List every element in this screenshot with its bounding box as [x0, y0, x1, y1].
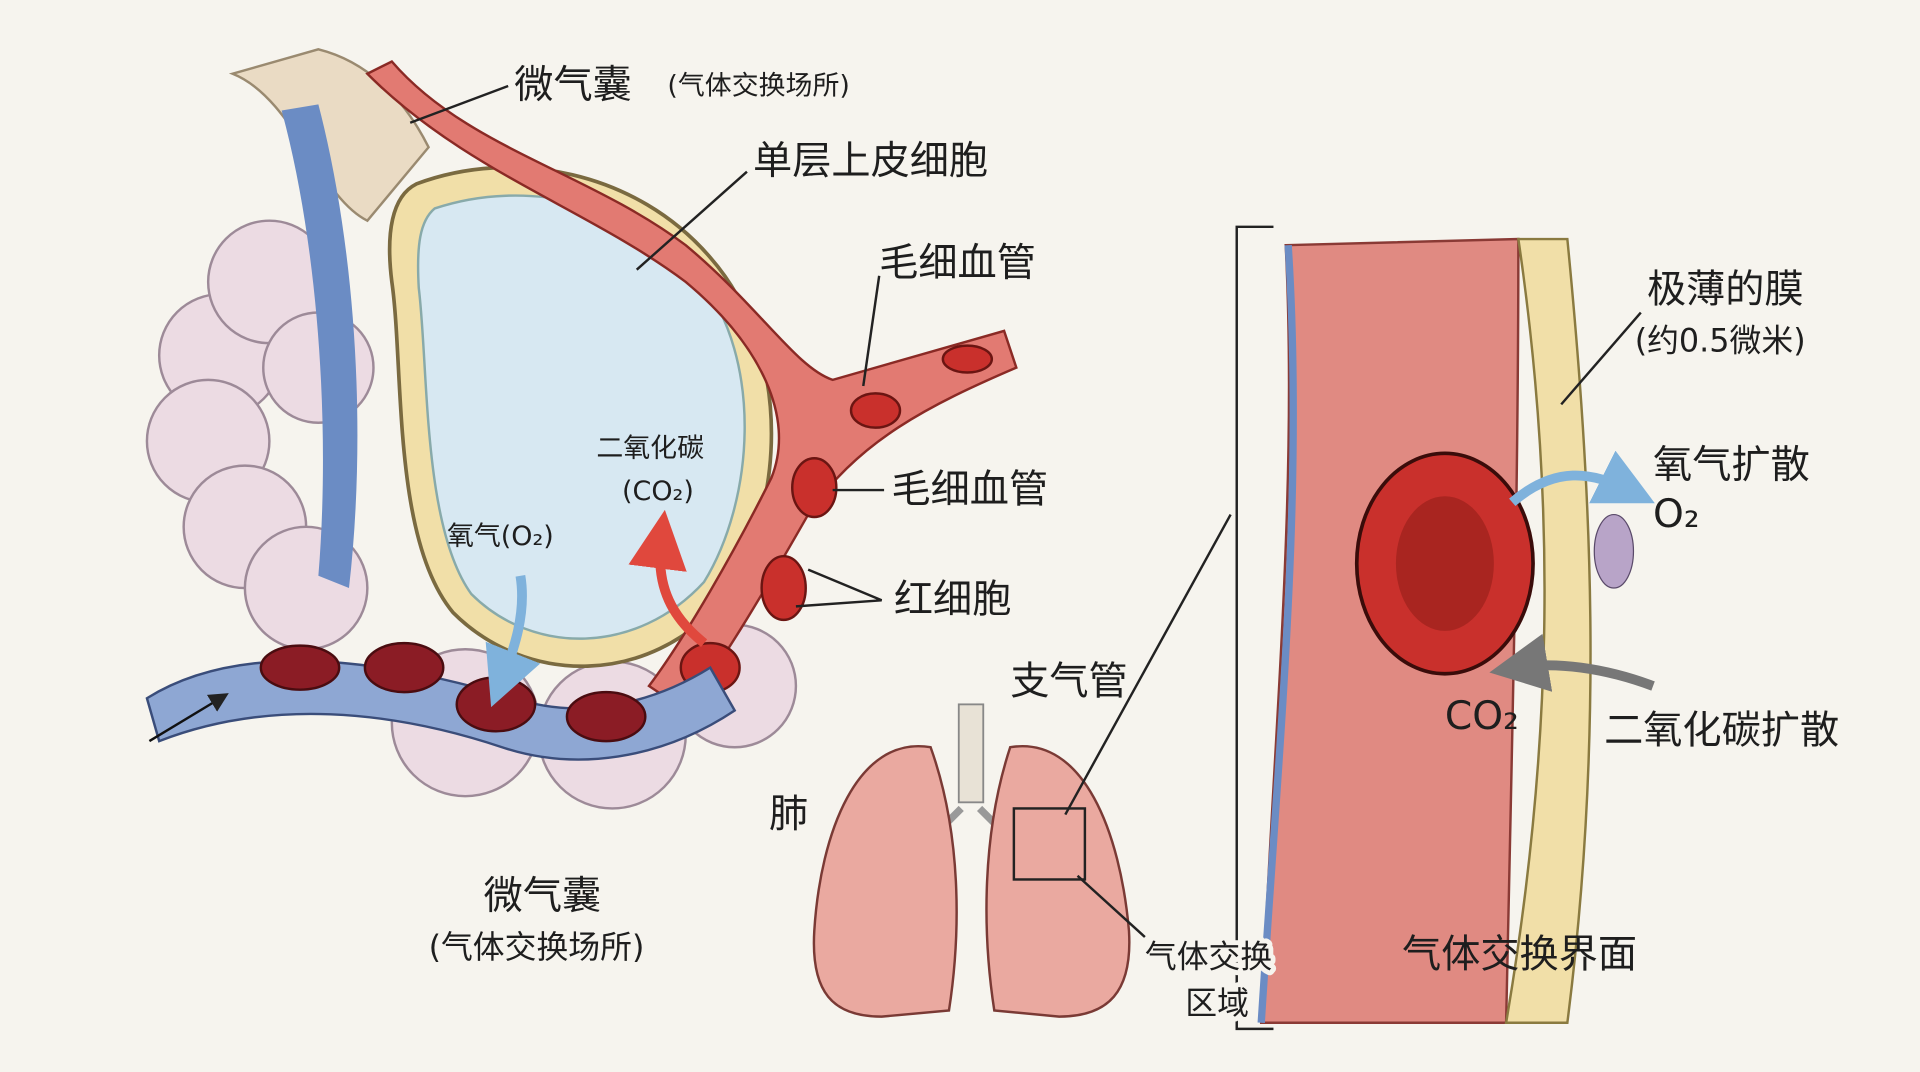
label-alveolus-top: 微气囊	[514, 63, 632, 108]
co2-diffusion-arrow	[1489, 633, 1655, 692]
label-co2-formula: (CO₂)	[622, 476, 694, 507]
label-membrane-sub: (约0.5微米)	[1635, 322, 1806, 360]
label-o2-diffusion: 氧气扩散	[1653, 443, 1810, 488]
label-co2: 二氧化碳	[596, 433, 704, 464]
label-co2-diffusion: 二氧化碳扩散	[1604, 709, 1839, 754]
o2-arrow	[485, 574, 541, 708]
label-exchange-region-2: 区域	[1185, 984, 1249, 1022]
lungs	[812, 703, 1131, 1018]
interface-cross-section	[1257, 237, 1635, 1024]
label-o2-formula: O₂	[1653, 492, 1700, 537]
co2-arrow	[628, 509, 708, 647]
label-interface-title: 气体交换界面	[1402, 933, 1637, 978]
o2-diffusion-arrow	[1509, 450, 1655, 507]
label-alveolus-bottom: 微气囊	[484, 874, 602, 919]
label-membrane: 极薄的膜	[1647, 268, 1804, 313]
label-bronchus: 支气管	[1010, 660, 1128, 705]
label-lung: 肺	[769, 792, 808, 837]
label-rbc: 红细胞	[894, 578, 1012, 623]
label-o2: 氧气(O₂)	[447, 521, 554, 552]
label-capillary-1: 毛细血管	[879, 241, 1036, 286]
label-alveolus-bottom-sub: (气体交换场所)	[429, 928, 645, 966]
label-co2-formula-right: CO₂	[1445, 694, 1519, 739]
label-exchange-region-1: 气体交换	[1145, 938, 1272, 976]
label-epithelium: 单层上皮细胞	[753, 139, 988, 184]
label-alveolus-top-sub: (气体交换场所)	[667, 71, 850, 102]
label-capillary-2: 毛细血管	[891, 467, 1048, 512]
